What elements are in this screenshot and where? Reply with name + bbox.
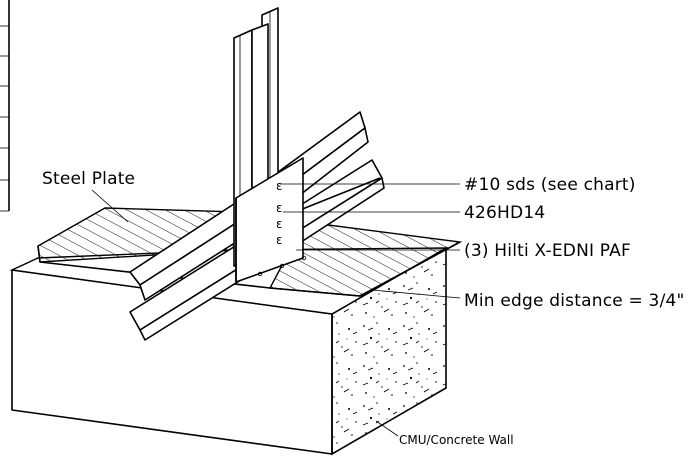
leaders bbox=[91, 183, 461, 437]
screw-mark: ε bbox=[276, 179, 283, 193]
label-steel-plate: Steel Plate bbox=[42, 169, 135, 189]
label-paf: (3) Hilti X-EDNI PAF bbox=[464, 241, 631, 261]
holdown-bracket: ε ε ε ε bbox=[235, 157, 307, 283]
partial-table-edge bbox=[0, 0, 10, 212]
label-wall: CMU/Concrete Wall bbox=[399, 433, 514, 447]
screw-mark: ε bbox=[276, 233, 283, 247]
label-holdown: 426HD14 bbox=[464, 203, 545, 223]
label-sds-screws: #10 sds (see chart) bbox=[464, 175, 636, 195]
screw-mark: ε bbox=[276, 201, 283, 215]
steel-plate bbox=[37, 207, 463, 297]
screw-mark: ε bbox=[276, 217, 283, 231]
label-edge-distance: Min edge distance = 3/4" bbox=[464, 291, 685, 311]
